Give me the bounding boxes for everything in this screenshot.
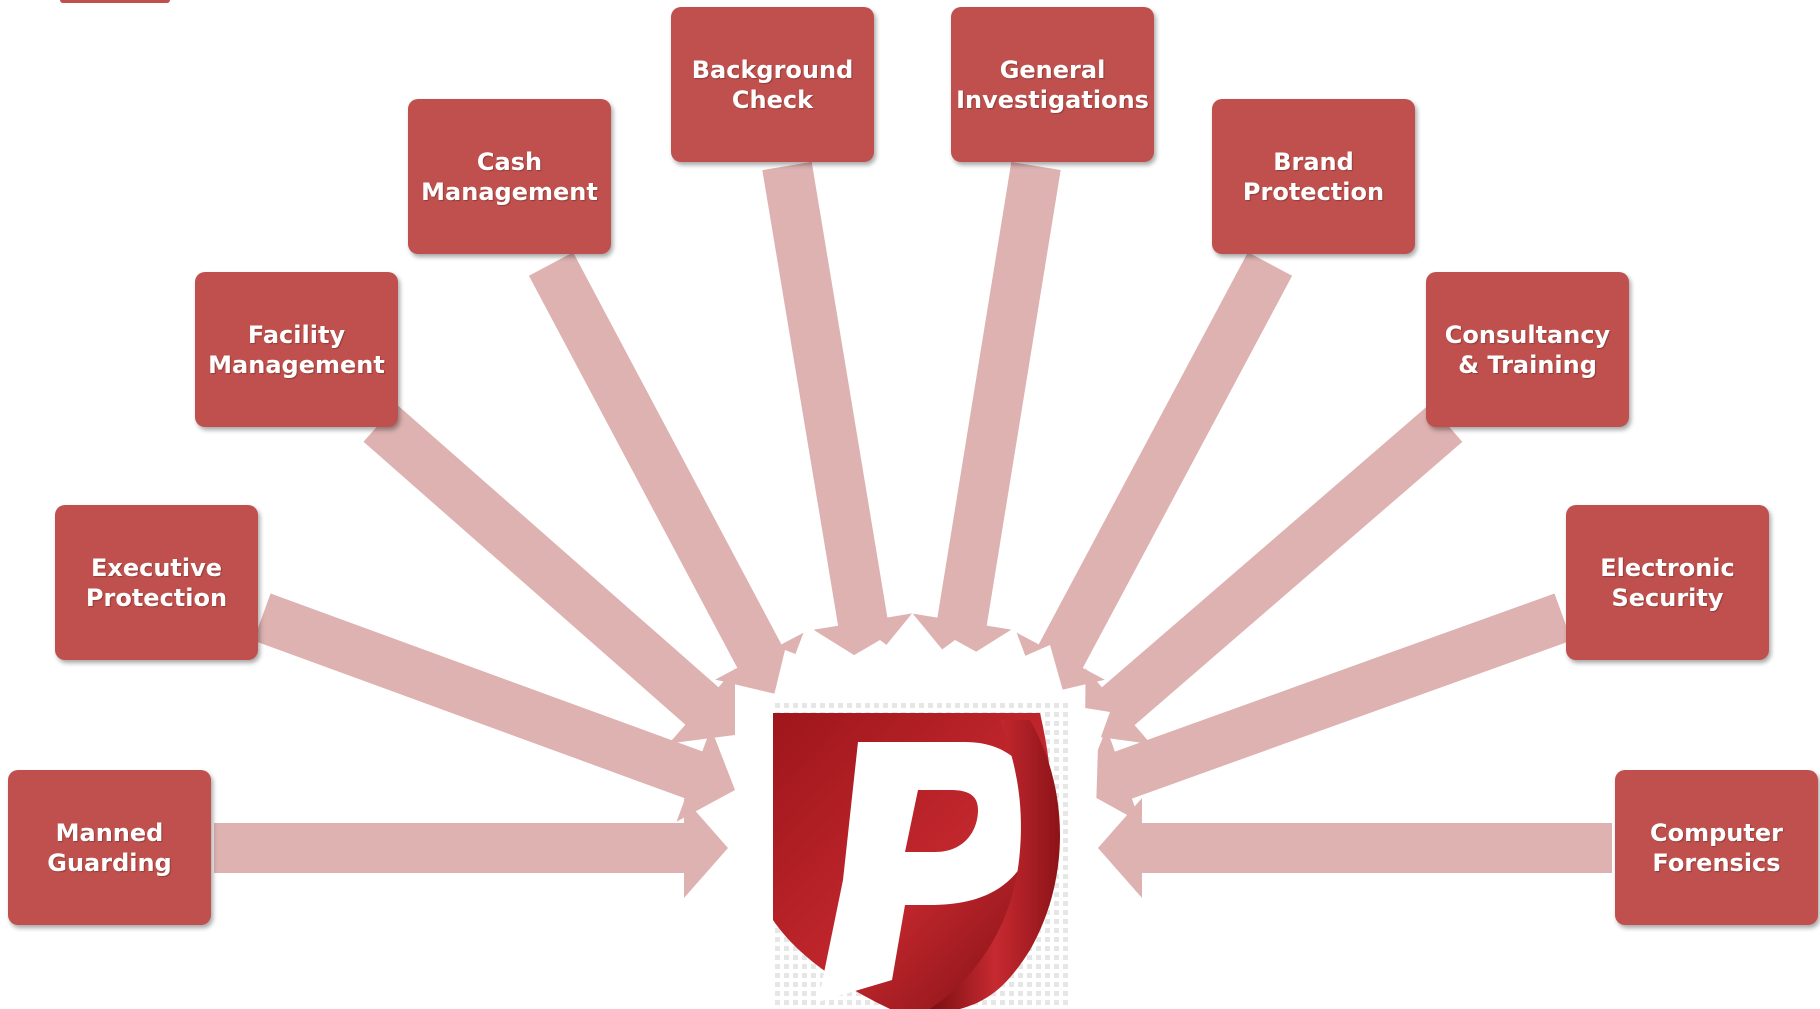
service-label: Facility Management [208, 320, 385, 379]
p-letter-shape [818, 742, 1038, 1002]
arrow-facility-management [363, 404, 735, 744]
service-box-brand-protection: Brand Protection [1212, 99, 1415, 254]
service-label: Background Check [691, 55, 854, 114]
service-label: Executive Protection [85, 553, 228, 612]
service-box-general-investigations: General Investigations [951, 7, 1154, 162]
service-label: Brand Protection [1242, 147, 1385, 206]
arrow-manned-guarding [214, 798, 728, 898]
arrow-brand-protection [1016, 252, 1293, 695]
service-label: Computer Forensics [1650, 818, 1783, 877]
service-box-computer-forensics: Computer Forensics [1615, 770, 1818, 925]
service-box-facility-management: Facility Management [195, 272, 398, 427]
arrow-consultancy-training [1085, 404, 1463, 745]
service-label: Consultancy & Training [1444, 320, 1611, 379]
arrow-executive-protection [253, 593, 735, 822]
arrow-background-check [762, 161, 913, 665]
service-label: Manned Guarding [47, 818, 172, 877]
arrow-computer-forensics [1098, 798, 1612, 898]
service-box-cash-management: Cash Management [408, 99, 611, 254]
arrow-electronic-security [1082, 593, 1572, 823]
arrow-cash-management [528, 252, 804, 696]
service-box-executive-protection: Executive Protection [55, 505, 258, 660]
service-box-consultancy-training: Consultancy & Training [1426, 272, 1629, 427]
service-box-electronic-security: Electronic Security [1566, 505, 1769, 660]
arrow-general-investigations [912, 162, 1061, 665]
ribbon-swoosh [930, 720, 1060, 1009]
corner-accent [60, 0, 170, 3]
service-label: Electronic Security [1600, 553, 1735, 612]
service-label: Cash Management [421, 147, 598, 206]
service-box-background-check: Background Check [671, 7, 874, 162]
service-box-manned-guarding: Manned Guarding [8, 770, 211, 925]
service-label: General Investigations [956, 55, 1149, 114]
